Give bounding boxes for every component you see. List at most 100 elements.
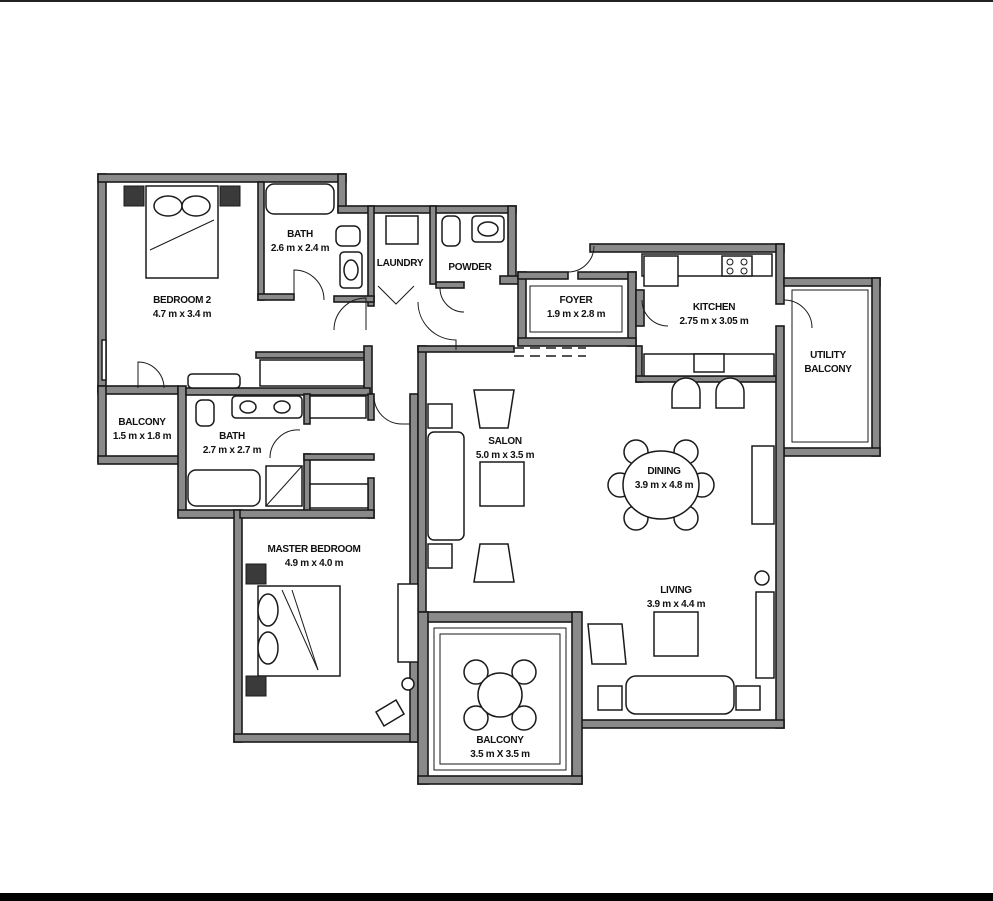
doors [137,245,813,459]
balcony-table [477,672,523,718]
bath-1-name: BATH [287,229,313,240]
sink-icon [693,353,725,373]
wall [367,393,375,421]
master-bed [245,563,415,728]
pillow [257,593,279,627]
wall [507,205,517,283]
wall [367,205,375,307]
laundry-powder-fixtures [385,215,505,247]
wall [517,337,637,347]
bath-2-name: BATH [219,431,245,442]
wall [303,393,311,425]
armchair-icon [374,698,406,728]
wall [775,325,785,729]
wall [97,455,185,465]
sink-icon [273,400,291,414]
bath-2-size: 2.7 m x 2.7 m [203,445,262,456]
wall [363,345,373,395]
nightstand [219,185,241,207]
wall [257,293,295,301]
coffee-table [653,611,699,657]
foyer-frame [529,285,623,333]
bathtub [187,469,261,507]
cooktop-icon [721,255,753,277]
wall [97,385,107,463]
wall [177,509,241,519]
armchair-icon [587,623,627,665]
door-swing [293,269,325,301]
bed-sheet-line [281,589,319,671]
sofa-icon [427,431,465,541]
window [397,583,419,663]
sofa-icon [625,675,735,715]
balcony-small-size: 1.5 m x 1.8 m [113,431,172,442]
coffee-table [479,461,525,507]
door-swing [783,299,813,329]
washer-icon [385,215,419,245]
burner [726,258,734,266]
door-swing [333,297,367,331]
door-swing [641,299,669,327]
wall [417,345,515,353]
dining-table [622,450,700,520]
bath-1-fixtures [265,183,363,289]
bedroom-2-size: 4.7 m x 3.4 m [153,309,212,320]
foyer-size: 1.9 m x 2.8 m [547,309,606,320]
door-swing [567,245,595,273]
bedroom-2-name: BEDROOM 2 [153,295,212,306]
balcony-frame [439,633,561,765]
fridge-icon [643,255,679,287]
toilet-icon [335,225,361,247]
wall [589,243,785,253]
wall [417,345,427,621]
dining-furniture [607,439,715,531]
plant-icon [754,570,770,586]
plant-icon [401,677,415,691]
window [101,339,107,381]
nightstand [245,675,267,697]
door-swing [269,429,301,459]
wall [185,387,371,396]
balcony-frame [433,627,567,771]
wall [303,453,311,515]
wall [257,181,265,301]
kitchen-size: 2.75 m x 3.05 m [680,316,749,327]
wall [783,447,881,457]
side-table [735,685,761,711]
wall [517,271,569,280]
kitchen-name: KITCHEN [693,302,735,313]
shower-line [265,465,303,507]
wall [233,733,419,743]
wardrobes [187,359,369,509]
sink-icon [239,400,257,414]
wall [417,611,581,623]
salon-name: SALON [488,436,522,447]
pillow [181,195,211,217]
foyer-name: FOYER [560,295,594,306]
toilet-icon [441,215,461,247]
salon-size: 5.0 m x 3.5 m [476,450,535,461]
burner [726,267,734,275]
wall [635,289,645,327]
sink-icon [477,221,499,237]
burner [740,258,748,266]
door-swing [373,395,410,425]
wall [783,277,881,287]
window [751,445,775,525]
pillow [153,195,183,217]
side-table [427,543,453,569]
living-furniture [587,570,770,715]
burner [740,267,748,275]
master-bedroom-name: MASTER BEDROOM [267,544,360,555]
wall [517,271,527,345]
utility-balcony-size: BALCONY [804,364,852,375]
wall [417,611,429,785]
dining-name: DINING [647,466,681,477]
balcony-small-name: BALCONY [118,417,166,428]
windows [101,339,775,679]
wall [627,271,637,347]
bathtub [265,183,335,215]
wall [97,173,347,183]
side-table [427,403,453,429]
chair [463,659,489,685]
